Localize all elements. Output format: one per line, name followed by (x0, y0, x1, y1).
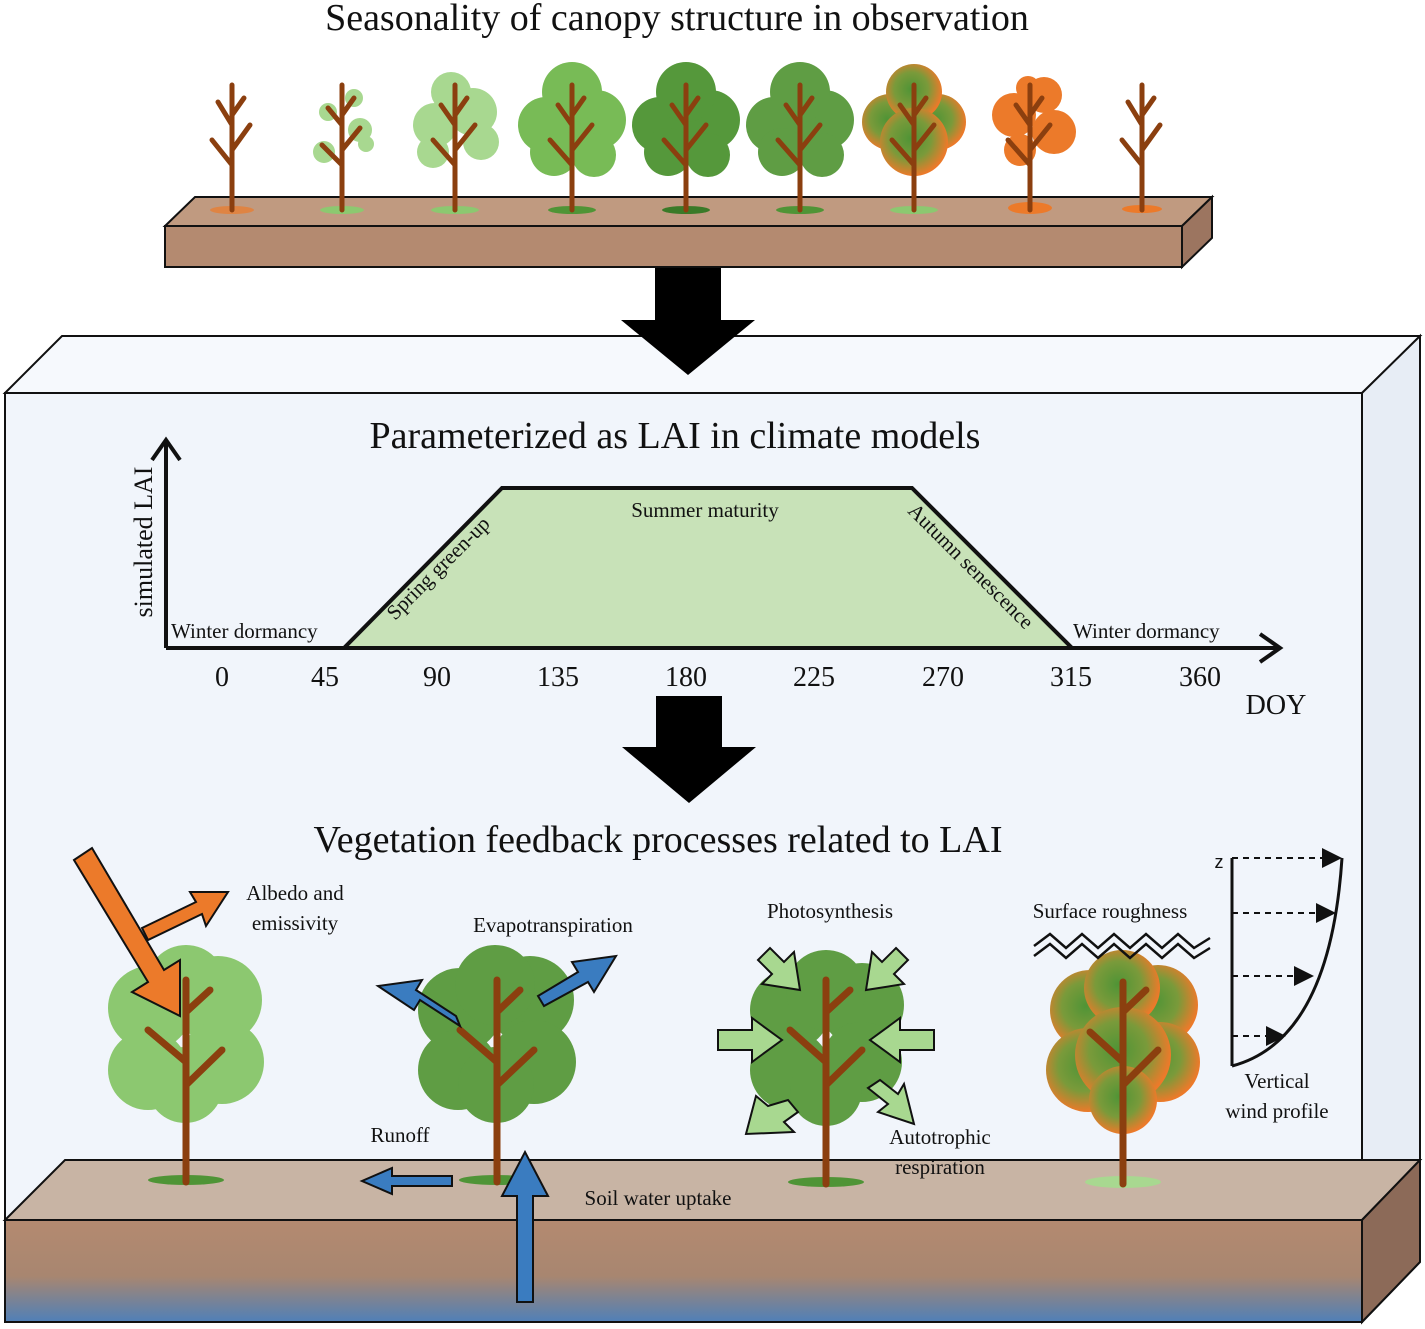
respiration-arrow-left (744, 1094, 800, 1136)
lai-tick-label: 90 (423, 662, 451, 693)
albedo-label-line2: emissivity (252, 911, 339, 935)
tree-winter-bare (209, 82, 254, 214)
lai-tick-label: 360 (1179, 662, 1221, 693)
incoming-radiation-arrow (72, 846, 181, 1018)
observation-ground-plank (162, 194, 1215, 270)
wind-profile-label-line1: Vertical (1244, 1069, 1309, 1093)
co2-arrow-left (717, 1016, 784, 1064)
autotrophic-respiration-label-line2: respiration (895, 1155, 985, 1179)
reflected-radiation-arrow (140, 891, 230, 942)
co2-arrow-right (868, 1016, 935, 1064)
wind-profile-z-label: z (1215, 852, 1224, 872)
lai-tick-label: 45 (311, 662, 339, 693)
evapotranspiration-label: Evapotranspiration (473, 913, 633, 937)
photosynthesis-label: Photosynthesis (767, 899, 893, 923)
tree-spring-light (413, 72, 499, 214)
vertical-wind-profile: z (1215, 848, 1344, 1068)
soil-ground (2, 1157, 1423, 1325)
tree-bud (313, 82, 374, 214)
soil-water-uptake-label: Soil water uptake (585, 1186, 732, 1210)
seasonal-tree-row (209, 62, 1163, 214)
evaporation-arrow-right (536, 954, 618, 1008)
phase-winter-dormancy-left: Winter dormancy (171, 619, 318, 643)
roughness-tree (1046, 950, 1200, 1188)
respiration-arrow-right (866, 1078, 916, 1126)
tree-early-summer (518, 62, 626, 214)
albedo-tree (108, 945, 264, 1186)
lai-x-axis-arrowhead (1258, 632, 1284, 664)
lai-chart: simulated LAI DOY 0 45 90 135 180 225 27… (129, 436, 1307, 721)
phase-winter-dormancy-right: Winter dormancy (1073, 619, 1220, 643)
albedo-label-line1: Albedo and (246, 881, 344, 905)
lai-tick-label: 180 (665, 662, 707, 693)
tree-late-summer (746, 62, 854, 214)
runoff-label: Runoff (370, 1123, 429, 1147)
albedo-arrows (72, 846, 230, 1018)
wind-profile-label-line2: wind profile (1225, 1099, 1328, 1123)
surface-roughness-label: Surface roughness (1033, 899, 1188, 923)
evaporation-arrow-left (375, 978, 463, 1029)
lai-tick-label: 135 (537, 662, 579, 693)
autotrophic-respiration-label-line1: Autotrophic (889, 1125, 990, 1149)
evapotranspiration-tree (418, 945, 576, 1186)
lai-tick-label: 315 (1050, 662, 1092, 693)
co2-arrow-top-right (864, 946, 910, 992)
lai-y-axis-label: simulated LAI (129, 467, 158, 618)
feedback-title: Vegetation feedback processes related to… (314, 819, 1003, 861)
lai-tick-label: 225 (793, 662, 835, 693)
down-arrow-2 (622, 696, 756, 803)
photosynthesis-arrows (717, 946, 935, 1136)
observation-title: Seasonality of canopy structure in obser… (325, 0, 1029, 39)
tree-summer-peak (632, 62, 740, 214)
tree-autumn-orange (992, 76, 1076, 214)
co2-arrow-top-left (756, 946, 802, 992)
surface-roughness-zigzag (1033, 932, 1211, 960)
parameterized-title: Parameterized as LAI in climate models (370, 415, 981, 457)
tree-winter-bare-end (1119, 82, 1163, 213)
lai-x-axis-label: DOY (1246, 690, 1307, 721)
tree-autumn-turning (862, 64, 966, 214)
lai-tick-label: 0 (215, 662, 229, 693)
phase-summer-maturity: Summer maturity (631, 498, 779, 522)
lai-tick-label: 270 (922, 662, 964, 693)
soil-water-uptake-arrow (500, 1149, 550, 1303)
lai-y-axis-arrowhead (150, 436, 182, 462)
evapotranspiration-arrows (359, 954, 618, 1303)
runoff-arrow (359, 1166, 453, 1196)
down-arrow-1 (621, 268, 755, 375)
